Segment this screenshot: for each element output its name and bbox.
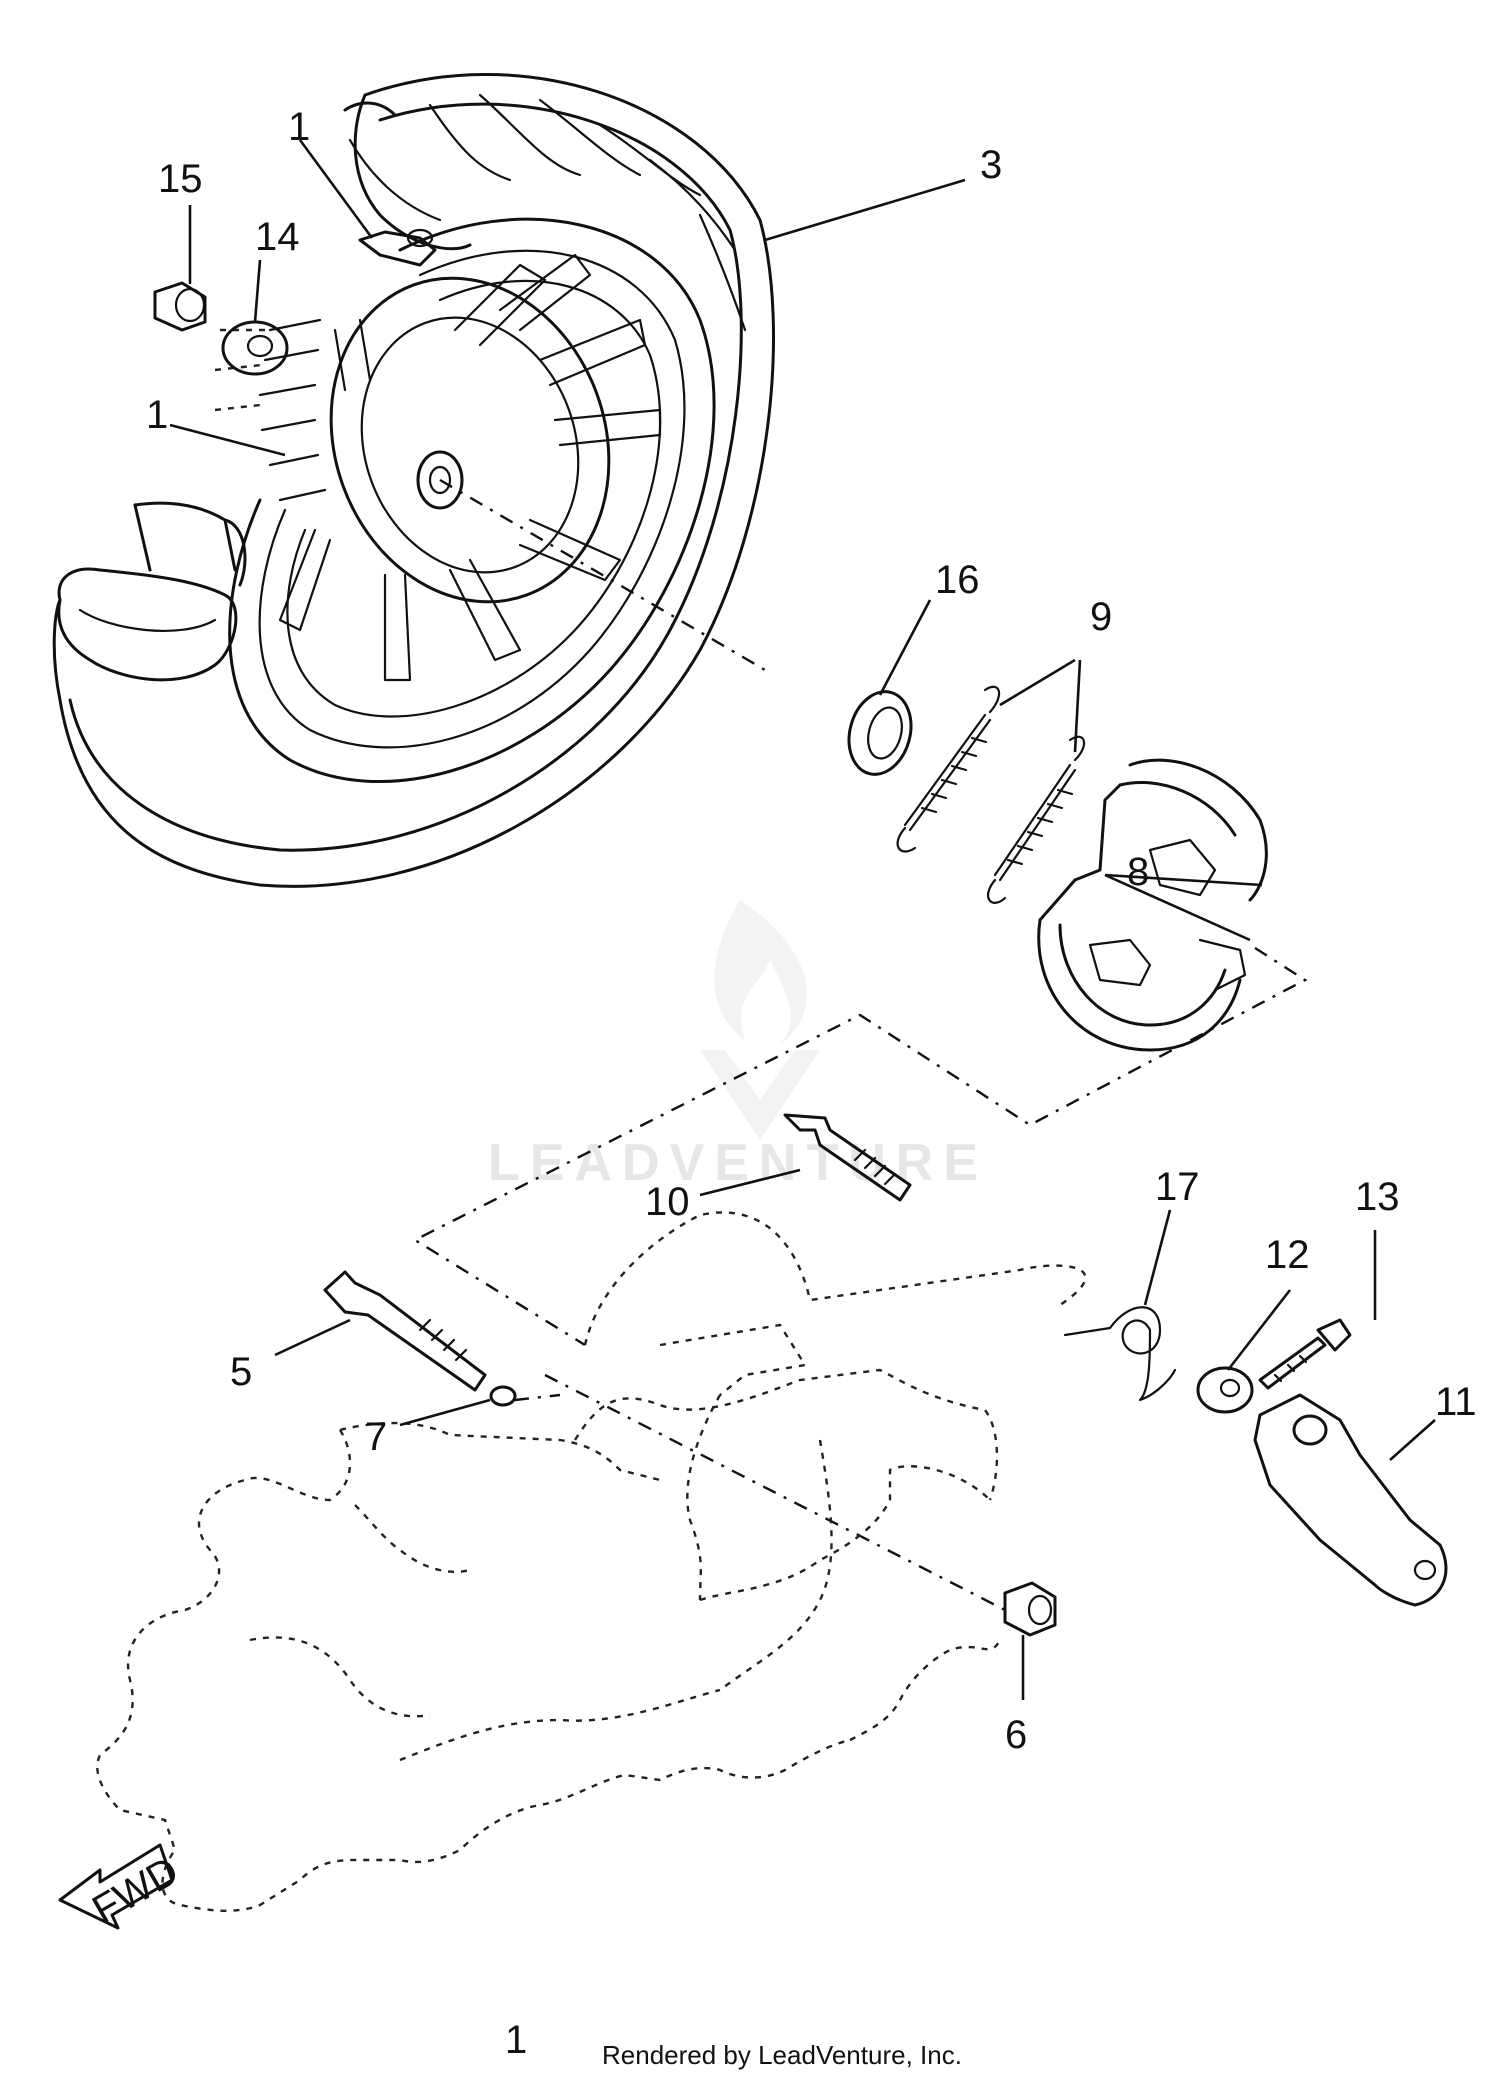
callout-8: 8 xyxy=(1127,850,1149,894)
callout-5: 5 xyxy=(230,1350,252,1394)
flange-nut-icon xyxy=(1003,1581,1057,1637)
callout-7: 7 xyxy=(365,1415,387,1459)
rear-wheel-tire xyxy=(52,72,775,888)
torsion-spring-icon xyxy=(1063,1306,1177,1402)
callout-1a: 1 xyxy=(288,105,310,149)
leader-lines xyxy=(169,139,1436,1700)
fwd-direction-arrow: FWD xyxy=(58,1843,186,1932)
watermark-logo xyxy=(700,900,820,1140)
wheel-axle-centerline xyxy=(439,478,766,672)
callout-16: 16 xyxy=(935,558,980,602)
bolt-icon xyxy=(1258,1318,1352,1390)
crankcase-outline xyxy=(96,1211,1087,1912)
callout-1b: 1 xyxy=(146,393,168,437)
callout-14: 14 xyxy=(255,215,300,259)
oil-seal-icon xyxy=(847,690,913,776)
callout-3: 3 xyxy=(980,143,1002,187)
callout-11: 11 xyxy=(1435,1380,1477,1424)
wear-indicator-icon xyxy=(1196,1366,1254,1414)
axle-nut-icon xyxy=(153,281,207,332)
brake-shoe-spring-icon-2 xyxy=(987,735,1086,904)
callout-9: 9 xyxy=(1090,595,1112,639)
axle-centerline xyxy=(514,1373,1006,1612)
callout-12: 12 xyxy=(1265,1233,1310,1277)
valve-icon xyxy=(358,228,437,267)
callout-13: 13 xyxy=(1355,1175,1400,1219)
plain-washer-icon xyxy=(221,320,289,376)
brake-shoe-spring-icon xyxy=(896,685,1001,853)
callout-17: 17 xyxy=(1155,1165,1200,1209)
callout-10: 10 xyxy=(645,1180,690,1224)
watermark-text: LEADVENTURE xyxy=(488,1134,988,1192)
callout-15: 15 xyxy=(158,157,203,201)
callout-6: 6 xyxy=(1005,1713,1027,1757)
brake-lever-icon xyxy=(1253,1393,1448,1607)
callout-labels: 1 1 3 5 6 7 8 9 10 11 12 13 14 15 16 17 xyxy=(146,105,1477,1757)
o-ring-icon xyxy=(489,1385,517,1407)
render-credit: Rendered by LeadVenture, Inc. xyxy=(602,2040,962,2070)
rear-axle-shaft-icon xyxy=(323,1270,487,1392)
page-reference: 1 xyxy=(505,2018,528,2062)
brake-shoe-kit-icon xyxy=(1037,758,1268,1052)
brake-camshaft-icon xyxy=(783,1113,912,1202)
